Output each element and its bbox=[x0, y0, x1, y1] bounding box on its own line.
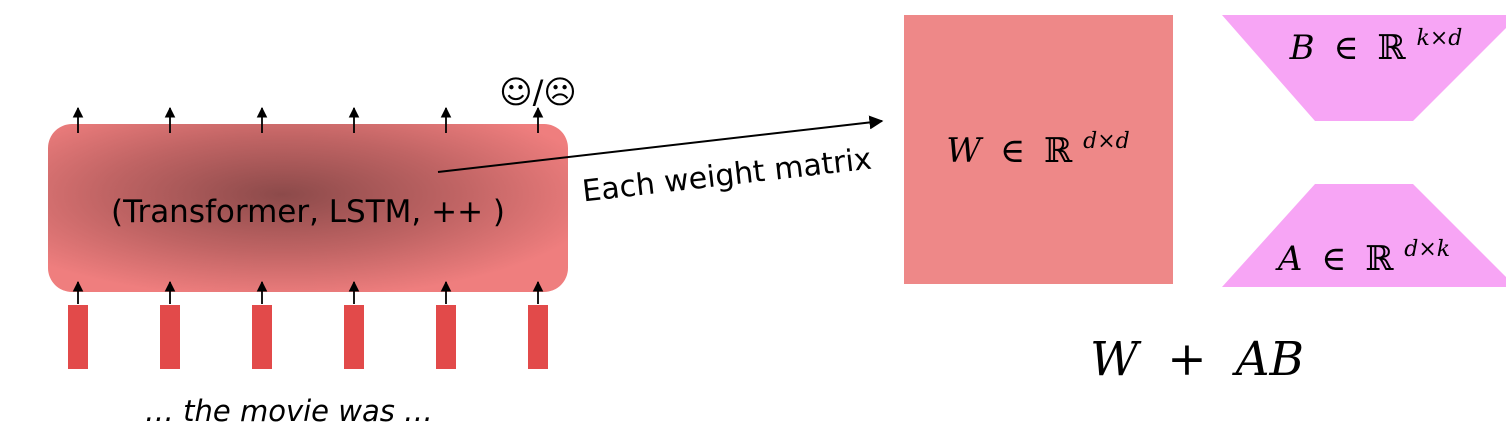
a-matrix-label: A ∈ ℝ d×k bbox=[1275, 237, 1450, 279]
b-matrix bbox=[1222, 15, 1506, 121]
input-token-bar bbox=[528, 305, 548, 369]
input-token-bar bbox=[252, 305, 272, 369]
input-token-bar bbox=[344, 305, 364, 369]
input-caption: … the movie was … bbox=[145, 394, 433, 428]
output-sentiment-label: ☺/☹ bbox=[499, 73, 577, 111]
input-token-bar bbox=[436, 305, 456, 369]
weight-arrow bbox=[437, 115, 884, 173]
input-token-bar bbox=[68, 305, 88, 369]
b-matrix-label: B ∈ ℝ k×d bbox=[1289, 26, 1463, 68]
w-matrix-label: W ∈ ℝ d×d bbox=[946, 129, 1129, 171]
w-matrix bbox=[904, 15, 1173, 284]
arrow-label: Each weight matrix bbox=[580, 142, 873, 210]
equation: W + AB bbox=[1090, 332, 1304, 387]
input-token-bar bbox=[160, 305, 180, 369]
token-layer bbox=[68, 106, 548, 369]
model-box bbox=[48, 124, 568, 292]
a-matrix bbox=[1222, 184, 1506, 287]
model-label: (Transformer, LSTM, ++ ) bbox=[111, 194, 505, 230]
